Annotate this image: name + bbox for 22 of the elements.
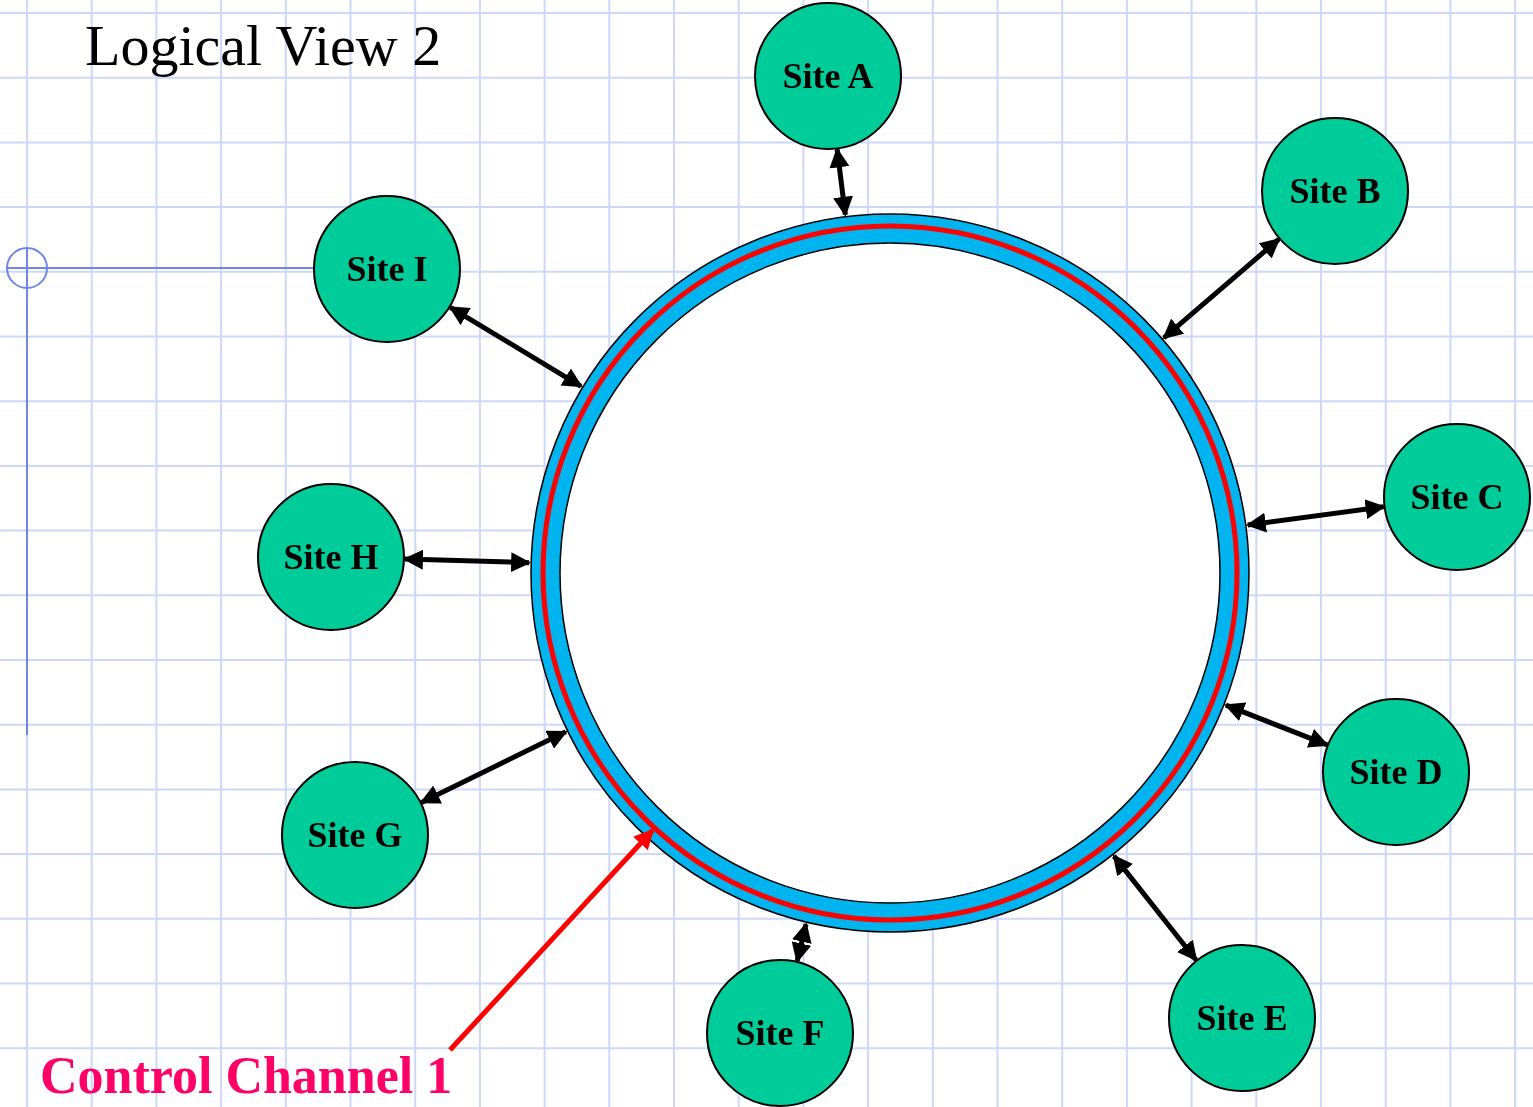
site-label: Site E [1196,997,1288,1039]
site-label: Site G [307,814,403,856]
diagram-title: Logical View 2 [85,12,442,79]
site-label: Site B [1289,170,1381,212]
callout-label: Control Channel 1 [40,1048,453,1104]
site-label: Site A [782,55,874,97]
site-label: Site C [1410,476,1504,518]
site-label: Site I [346,248,428,290]
double-arrow [402,549,532,573]
double-arrow [1162,237,1281,340]
double-arrow [791,922,812,963]
double-arrow [829,147,853,217]
site-label: Site H [283,536,379,578]
double-arrow [1245,499,1386,533]
network-ring [530,213,1250,933]
leader-arrow [448,828,655,1052]
double-arrow [1224,702,1329,748]
site-label: Site D [1349,751,1443,793]
double-arrow [419,729,568,805]
double-arrow [1112,854,1199,962]
site-label: Site F [735,1012,825,1054]
double-arrow [448,305,583,389]
